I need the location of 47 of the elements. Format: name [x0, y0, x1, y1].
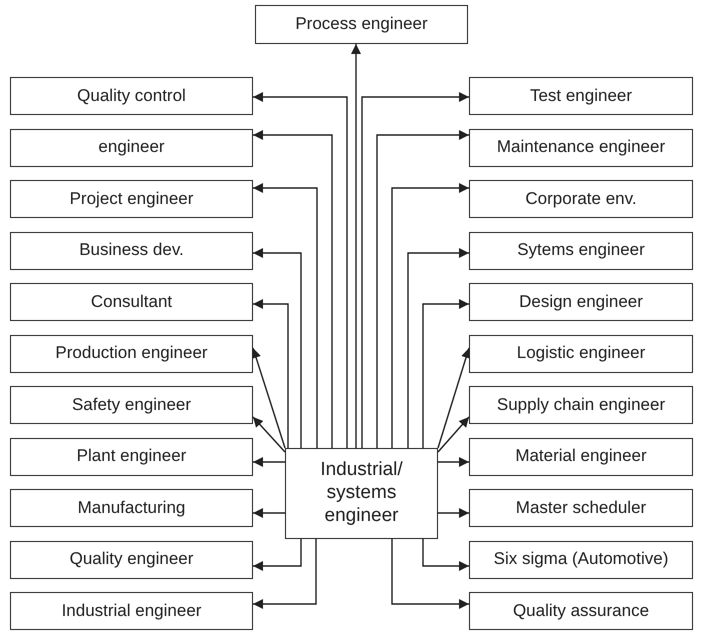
arrow [391, 539, 469, 609]
role-box: Corporate env. [469, 180, 693, 218]
arrow [253, 299, 289, 448]
role-box: Manufacturing [10, 489, 253, 527]
role-box: Material engineer [469, 438, 693, 476]
role-box: engineer [10, 128, 253, 166]
arrow [253, 183, 318, 448]
role-box: Sytems engineer [469, 232, 693, 270]
arrow [251, 348, 286, 448]
arrow [253, 248, 302, 448]
role-box: Test engineer [469, 77, 693, 115]
role-box: Master scheduler [469, 489, 693, 527]
role-box: Supply chain engineer [469, 386, 693, 424]
role-box: Logistic engineer [469, 334, 693, 372]
arrow [361, 92, 469, 448]
arrow [437, 416, 470, 452]
arrow [391, 183, 469, 448]
role-box: Process engineer [255, 5, 468, 44]
arrow [253, 92, 348, 448]
role-box: Business dev. [10, 232, 253, 270]
role-box: Quality assurance [469, 592, 693, 630]
role-box: Safety engineer [10, 386, 253, 424]
arrow [253, 130, 333, 448]
role-box: Design engineer [469, 283, 693, 321]
arrow [407, 248, 469, 448]
role-box: Quality engineer [10, 540, 253, 578]
role-box: Industrial/ systems engineer [285, 448, 438, 539]
arrow [438, 457, 469, 467]
arrow [437, 348, 471, 448]
role-box: Consultant [10, 283, 253, 321]
role-box: Maintenance engineer [469, 128, 693, 166]
role-box: Project engineer [10, 180, 253, 218]
role-box: Production engineer [10, 334, 253, 372]
role-box: Industrial engineer [10, 592, 253, 630]
arrow [253, 539, 302, 571]
role-box: Six sigma (Automotive) [469, 540, 693, 578]
arrow [376, 130, 469, 448]
arrow [252, 416, 286, 452]
arrow [351, 44, 361, 448]
arrow [438, 508, 469, 518]
role-box: Quality control [10, 77, 253, 115]
role-box: Plant engineer [10, 438, 253, 476]
arrow [422, 539, 469, 571]
arrow [253, 457, 285, 467]
arrow [422, 299, 469, 448]
arrow [253, 508, 285, 518]
arrow [253, 539, 317, 609]
